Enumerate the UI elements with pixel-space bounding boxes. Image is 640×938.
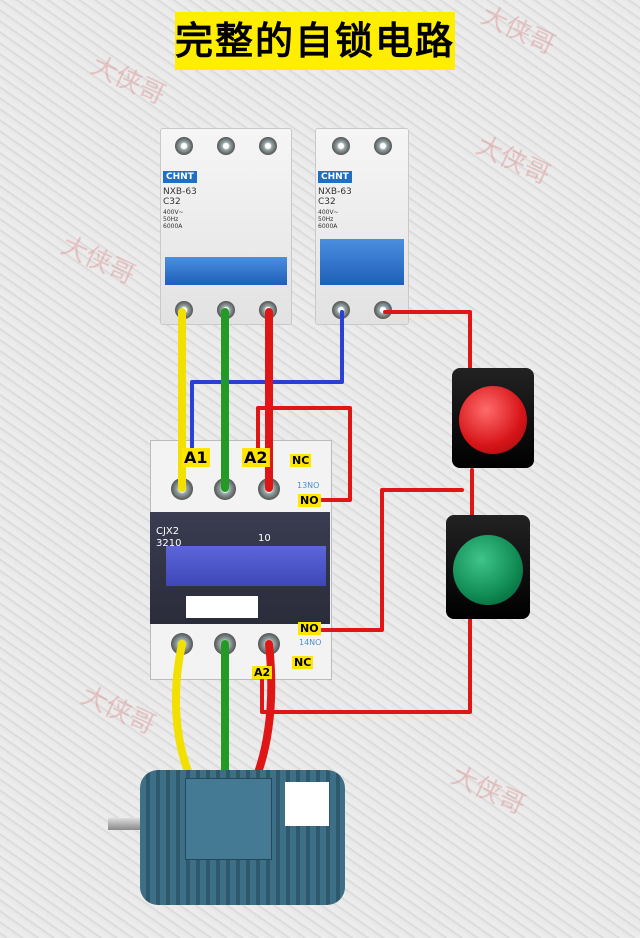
spec-label: 400V~ 50Hz 6000A	[318, 209, 339, 230]
screw-icon	[374, 137, 392, 155]
contactor-window	[166, 546, 326, 586]
terminal-nc-label: NC	[292, 656, 314, 669]
brand-label: CHNT	[318, 171, 352, 183]
start-button[interactable]	[446, 515, 530, 619]
red-supply-wire	[383, 310, 472, 390]
red-no-loop-wire	[256, 406, 352, 502]
red-start-no-wire	[320, 488, 464, 632]
screw-icon	[217, 137, 235, 155]
three-pole-breaker: CHNT NXB-63 C32 400V~ 50Hz 6000A	[160, 128, 292, 325]
motor-terminal-box	[185, 778, 272, 860]
start-button-cap	[453, 535, 523, 605]
terminal-a2-label: A2	[242, 448, 270, 467]
brand-label: CHNT	[163, 171, 197, 183]
rating-label: C32	[318, 197, 336, 207]
stop-button-cap	[459, 386, 527, 454]
contactor-number: 3210	[156, 538, 182, 549]
screw-icon	[175, 137, 193, 155]
screw-icon	[332, 301, 350, 319]
stop-button[interactable]	[452, 368, 534, 468]
terminal-nc-label: NC	[290, 454, 312, 467]
model-label: NXB-63	[318, 187, 352, 197]
two-pole-breaker: CHNT NXB-63 C32 400V~ 50Hz 6000A	[315, 128, 409, 325]
spec-label: 400V~ 50Hz 6000A	[163, 209, 184, 230]
rating-label: C32	[163, 197, 181, 207]
screw-icon	[259, 137, 277, 155]
screw-icon	[332, 137, 350, 155]
breaker-lever[interactable]	[320, 239, 404, 285]
terminal-no-label: NO	[298, 622, 321, 635]
contactor-nameplate	[186, 596, 258, 618]
screw-icon	[374, 301, 392, 319]
breaker-lever[interactable]	[165, 257, 287, 285]
terminal-14no-label: 14NO	[299, 638, 322, 647]
terminal-13no-label: 13NO	[297, 481, 320, 490]
red-a2-return-wire	[260, 610, 472, 714]
model-label: NXB-63	[163, 187, 197, 197]
motor-shaft	[108, 818, 142, 830]
terminal-no-label: NO	[298, 494, 321, 507]
contactor-aux: 10	[258, 533, 271, 544]
terminal-a1-label: A1	[182, 448, 210, 467]
motor-nameplate	[285, 782, 329, 826]
contactor-model: CJX2	[156, 526, 180, 537]
terminal-a2-label: A2	[252, 666, 273, 679]
page-title: 完整的自锁电路	[175, 12, 455, 70]
